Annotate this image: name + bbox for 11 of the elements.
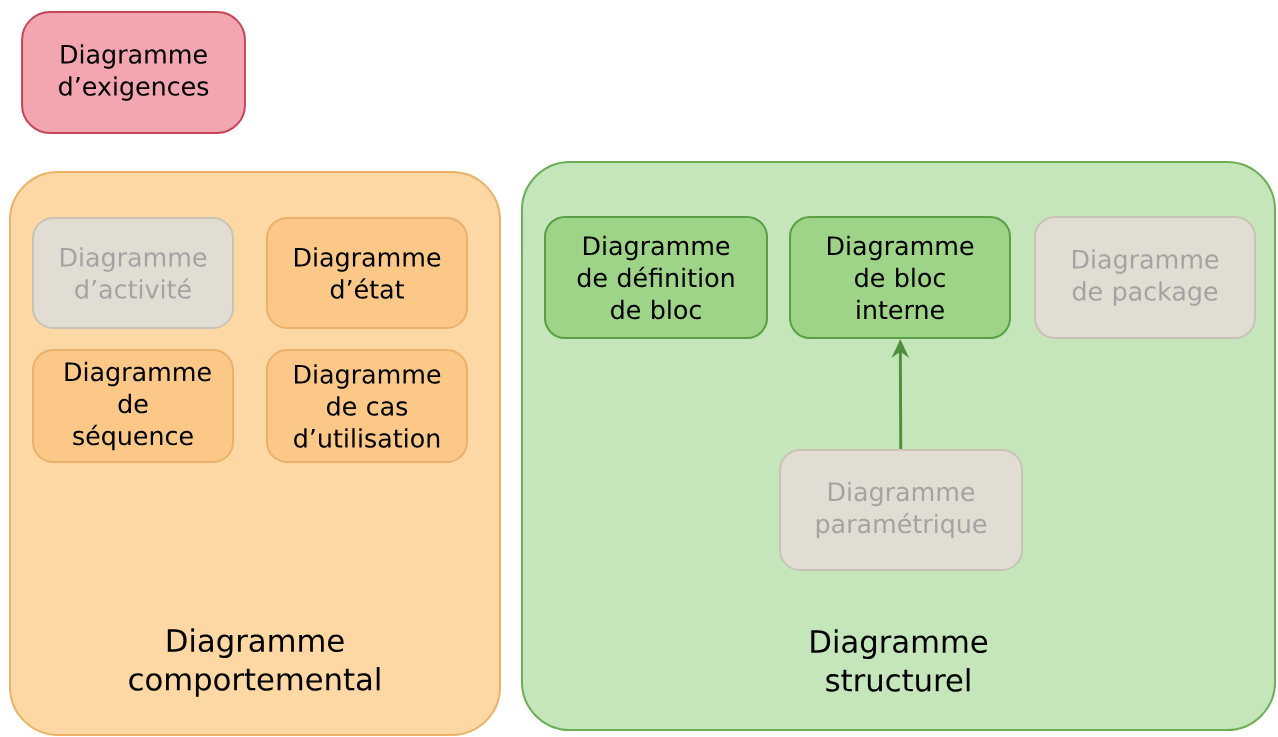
diagram-box: Diagramme de définition de bloc [544,215,768,339]
panel-title: Diagramme comportemental [129,628,380,697]
diagram-box: Diagramme de package [1034,215,1256,339]
diagram-box: Diagramme d’activité [32,217,234,329]
diagram-box: Diagramme de séquence [32,349,234,463]
diagram-box: Diagramme de cas d’utilisation [266,349,468,463]
diagram-box: Diagramme d’exigences [21,10,246,135]
diagram-box: Diagramme d’état [266,217,468,329]
panel-title: Diagramme structurel [811,629,988,692]
diagram-box: Diagramme paramétrique [779,449,1023,571]
diagram-box: Diagramme de bloc interne [789,215,1011,339]
